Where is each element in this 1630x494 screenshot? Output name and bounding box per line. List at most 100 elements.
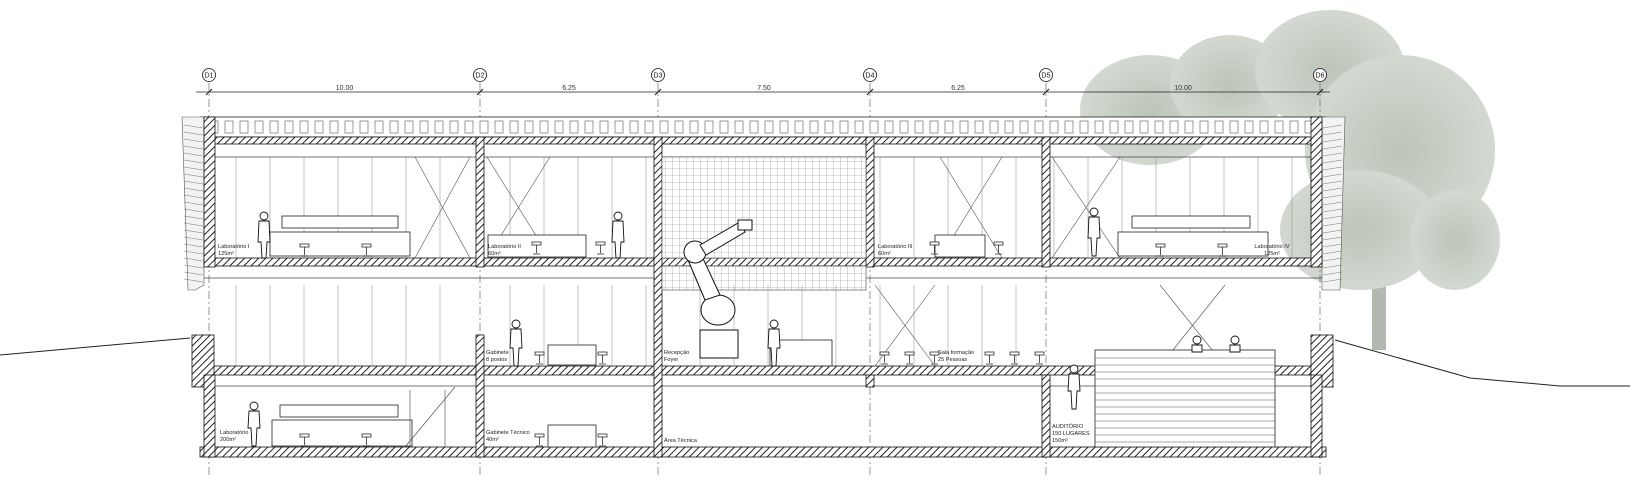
louvre-blade	[1322, 208, 1343, 213]
louvre-blade	[1322, 278, 1343, 283]
chair	[1009, 351, 1020, 365]
room-name-lab1: Laboratório I	[218, 244, 250, 250]
roof-rib	[809, 120, 819, 134]
louvre-blade	[1322, 264, 1343, 269]
louvre-blade	[183, 229, 204, 234]
chair	[993, 241, 1004, 255]
roof-rib	[464, 120, 474, 134]
dimension-value: 10.00	[1174, 85, 1192, 92]
roof-rib	[869, 120, 879, 134]
roof-rib	[1094, 120, 1104, 134]
roof-rib	[1064, 120, 1074, 134]
roof-rib	[1124, 120, 1134, 134]
roof-rib	[1109, 120, 1119, 134]
louvre-blade	[183, 173, 204, 178]
louvre-blade	[183, 166, 204, 171]
room-capacity-auditorium: 150 LUGARES	[1052, 431, 1090, 437]
room-name-lab3: Laboratório III	[878, 244, 913, 250]
roof-rib	[764, 120, 774, 134]
roof-rib	[959, 120, 969, 134]
roof-rib	[689, 120, 699, 134]
louvre-blade	[1322, 131, 1343, 136]
louvre-blade	[183, 138, 204, 143]
roof-rib	[944, 120, 954, 134]
louvre-blade	[183, 271, 204, 276]
roof-rib	[599, 120, 609, 134]
chair	[984, 351, 995, 365]
roof-rib	[554, 120, 564, 134]
people-silhouettes	[247, 207, 1241, 447]
roof-rib	[479, 120, 489, 134]
room-area-lab4: 125m²	[1264, 251, 1280, 257]
roof-rib	[539, 120, 549, 134]
louvre-blade	[183, 201, 204, 206]
auditorium-steps	[1095, 357, 1275, 443]
roof-rib	[659, 120, 669, 134]
room-area-cabinet-upper: 8 postos	[486, 357, 507, 363]
roof-rib	[719, 120, 729, 134]
louvre-blade	[183, 194, 204, 199]
roof-rib	[239, 120, 249, 134]
chair	[531, 241, 542, 255]
roof-rib	[629, 120, 639, 134]
louvre-blade	[183, 208, 204, 213]
chair	[929, 351, 940, 365]
roof-rib	[1259, 120, 1269, 134]
axis-label: D1	[205, 73, 214, 80]
axis-bubble	[202, 68, 216, 82]
louvre-blade	[183, 124, 204, 129]
chair	[361, 243, 372, 257]
chair	[597, 433, 608, 447]
roof-rib	[929, 120, 939, 134]
axis-bubble	[651, 68, 665, 82]
roof-rib	[644, 120, 654, 134]
terrain-line	[0, 337, 1630, 387]
roof-rib	[509, 120, 519, 134]
interior-columns	[475, 136, 1051, 458]
chair	[299, 433, 310, 447]
roof-rib	[1229, 120, 1239, 134]
staircase	[404, 386, 456, 448]
roof-rib	[419, 120, 429, 134]
chair	[534, 351, 545, 365]
chair	[361, 433, 372, 447]
robot-arm-illustration	[683, 219, 753, 359]
roof-rib	[269, 120, 279, 134]
room-area-cabinet-tech: 40m²	[486, 437, 499, 443]
louvre-blade	[1322, 222, 1343, 227]
roof-rib	[749, 120, 759, 134]
louvre-blade	[183, 180, 204, 185]
room-area-lab2: 60m²	[488, 251, 501, 257]
room-name-reception: Recepção	[664, 350, 689, 356]
room-name-cabinet-upper: Gabinete	[486, 350, 509, 356]
roof-rib	[1019, 120, 1029, 134]
louvre-blade	[183, 264, 204, 269]
louvre-blade	[1322, 180, 1343, 185]
louvre-blade	[183, 187, 204, 192]
louvre-blade	[183, 131, 204, 136]
roof-rib	[989, 120, 999, 134]
roof-rib	[794, 120, 804, 134]
room-name-lab-lower: Laboratório	[220, 430, 248, 436]
louvre-blade	[1322, 152, 1343, 157]
louvre-blade	[183, 159, 204, 164]
chair	[929, 241, 940, 255]
roof-rib	[449, 120, 459, 134]
roof-rib	[299, 120, 309, 134]
room-area-lab-lower: 200m²	[220, 437, 236, 443]
louvre-blade	[1322, 229, 1343, 234]
room-labels: Laboratório I 125m² Laboratório II 60m² …	[218, 244, 1290, 444]
roof-rib	[1184, 120, 1194, 134]
roof-rib	[374, 120, 384, 134]
chair	[534, 433, 545, 447]
roof-rib	[1244, 120, 1254, 134]
roof-rib	[1214, 120, 1224, 134]
roof-rib	[1169, 120, 1179, 134]
louvre-blade	[1322, 250, 1343, 255]
roof-rib	[524, 120, 534, 134]
dimension-value: 7.50	[757, 85, 771, 92]
roof-rib	[824, 120, 834, 134]
louvre-blade	[183, 243, 204, 248]
chair	[1217, 243, 1228, 257]
